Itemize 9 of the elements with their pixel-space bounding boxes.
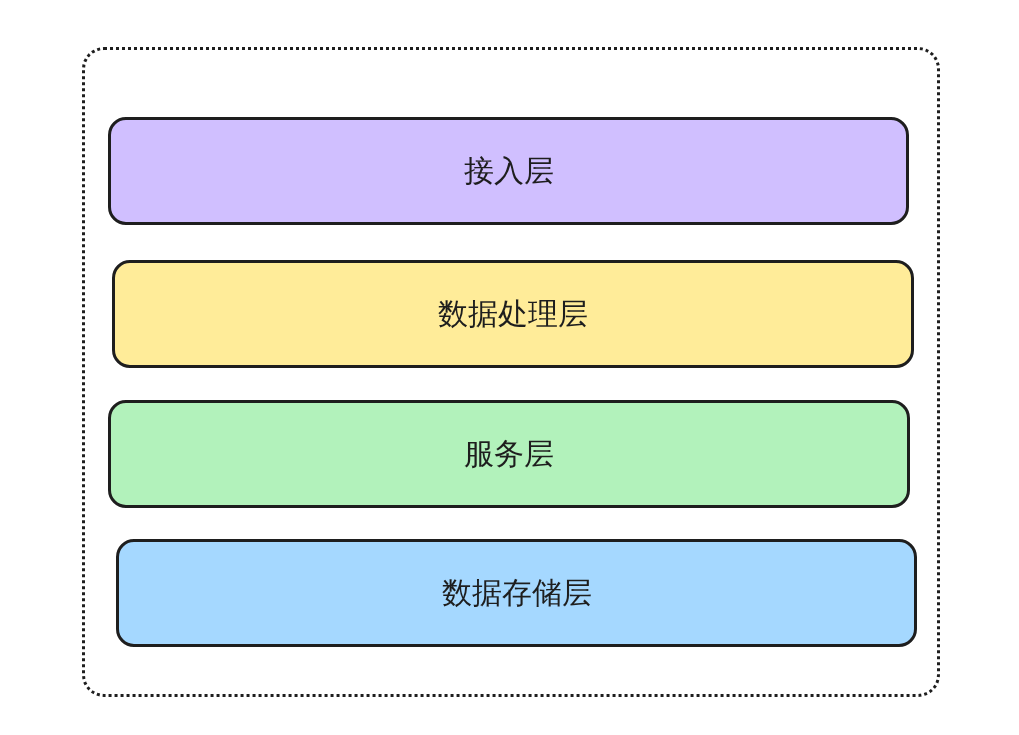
layer-label: 数据存储层 <box>441 573 592 612</box>
dotted-container <box>82 47 940 697</box>
layer-label: 服务层 <box>464 434 554 473</box>
layer-box <box>108 400 910 508</box>
layer-label: 接入层 <box>463 151 554 190</box>
layer-box <box>108 117 909 225</box>
layer-box <box>112 260 914 368</box>
layer-label: 数据处理层 <box>438 294 588 333</box>
layer-box <box>116 539 917 647</box>
